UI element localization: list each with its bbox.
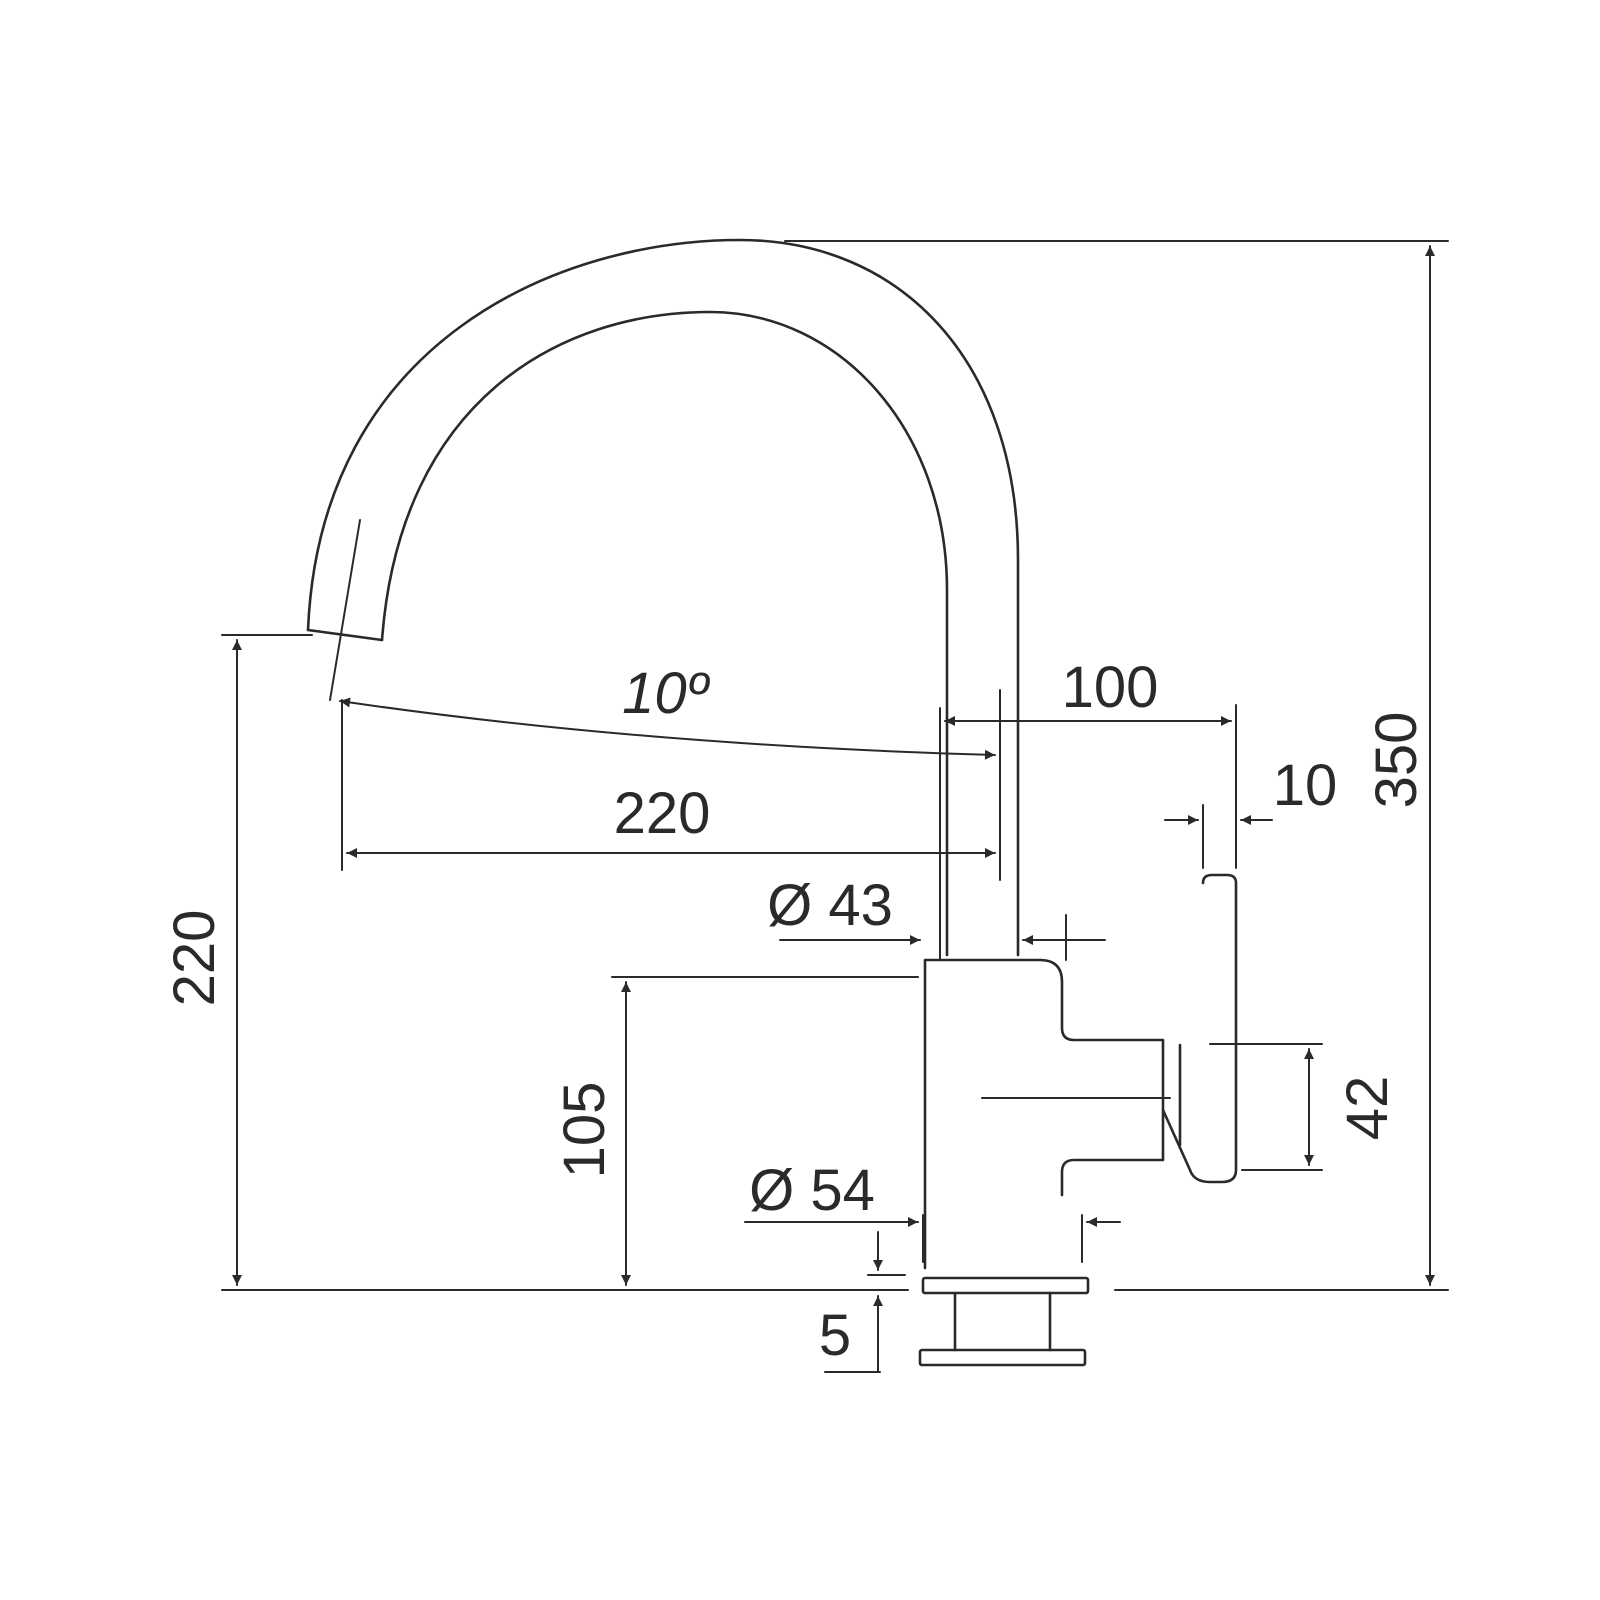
faucet-body	[923, 958, 1165, 1270]
label-swivel-angle: 10º	[622, 661, 711, 726]
spout-axis-line	[329, 519, 361, 701]
label-spout-height: 220	[162, 910, 227, 1007]
label-total-height: 350	[1364, 712, 1429, 809]
label-base-diameter: Ø 54	[749, 1158, 875, 1223]
label-spout-reach: 220	[614, 781, 711, 846]
label-lever-height: 42	[1335, 1076, 1400, 1141]
mounting-stem	[953, 1291, 1052, 1352]
label-base-thickness: 5	[819, 1303, 851, 1368]
label-lever-offset: 100	[1062, 655, 1159, 720]
lever-handle	[1161, 873, 1238, 1184]
spout-tip	[306, 628, 384, 642]
spout-inner-edge	[380, 310, 949, 957]
dimension-lines	[221, 240, 1449, 1373]
label-pipe-diameter: Ø 43	[767, 873, 893, 938]
label-body-height: 105	[552, 1082, 617, 1179]
dim-angle-arc	[339, 697, 996, 760]
spout-outer-edge	[306, 238, 1020, 957]
base-flange	[921, 1276, 1090, 1295]
mounting-plate	[918, 1348, 1087, 1367]
label-lever-thickness: 10	[1273, 753, 1338, 818]
dimension-labels: 350 220 105 5 220 10º 100 10 42 Ø 43 Ø 5…	[162, 655, 1429, 1368]
faucet-outline	[306, 238, 1238, 1367]
